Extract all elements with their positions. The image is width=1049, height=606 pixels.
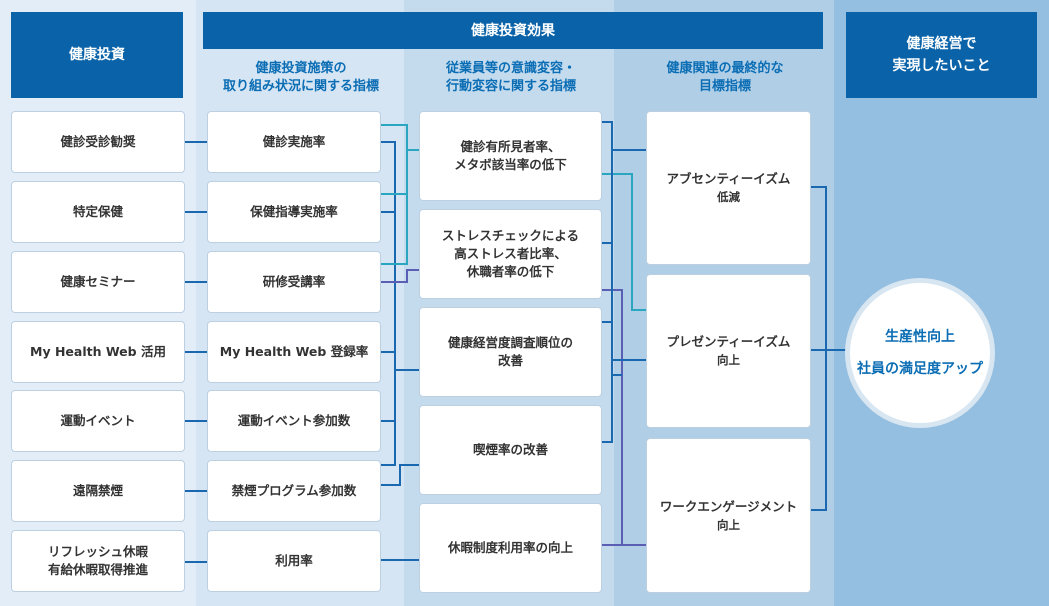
connector-line — [381, 269, 419, 283]
goal-title: アブセンティーイズム — [666, 171, 791, 186]
connector-line — [602, 173, 646, 311]
header-investment: 健康投資 — [11, 12, 183, 98]
behavior-item: 健康経営度調査順位の 改善 — [419, 307, 602, 397]
indicator-blue-connectors — [381, 141, 419, 561]
subheader-indicators: 健康投資施策の 取り組み状況に関する指標 — [222, 61, 379, 94]
header-goal: 健康経営で 実現したいこと — [846, 12, 1037, 98]
investment-item: 健康セミナー — [11, 251, 185, 313]
investment-item: 遠隔禁煙 — [11, 460, 185, 522]
behavior-item: ストレスチェックによる 高ストレス者比率、 休職者率の低下 — [419, 209, 602, 299]
indicator-item: 運動イベント参加数 — [207, 390, 381, 452]
goal-sub: 向上 — [717, 353, 740, 367]
subheader-behaviors: 従業員等の意識変容・ 行動変容に関する指標 — [445, 61, 576, 94]
connector-line — [381, 141, 396, 466]
indicator-item: 利用率 — [207, 530, 381, 592]
investment-item: 特定保健 — [11, 181, 185, 243]
goal-item-absenteeism: アブセンティーイズム 低減 — [646, 111, 811, 265]
connector-line — [602, 121, 613, 443]
investment-item: 運動イベント — [11, 390, 185, 452]
subheader-goals: 健康関連の最終的な 目標指標 — [666, 61, 784, 94]
investment-item: 健診受診勧奨 — [11, 111, 185, 173]
behavior-item: 健診有所見者率、 メタボ該当率の低下 — [419, 111, 602, 201]
indicator-teal-connectors — [381, 124, 646, 311]
indicator-item: 禁煙プログラム参加数 — [207, 460, 381, 522]
goal-title: ワークエンゲージメント — [659, 498, 798, 514]
outcome-line1: 生産性向上 — [885, 329, 955, 345]
indicator-item: My Health Web 登録率 — [207, 321, 381, 383]
goal-connectors — [811, 186, 848, 511]
investment-item: リフレッシュ休暇 有給休暇取得推進 — [11, 530, 185, 592]
indicator-item: 健診実施率 — [207, 111, 381, 173]
indicator-item: 研修受講率 — [207, 251, 381, 313]
investment-connectors — [185, 141, 207, 563]
goal-sub: 低減 — [717, 190, 740, 204]
indicator-item: 保健指導実施率 — [207, 181, 381, 243]
header-effect: 健康投資効果 — [203, 12, 823, 49]
connector-line — [381, 464, 419, 486]
connector-line — [811, 186, 827, 511]
behavior-blue-connectors — [602, 121, 646, 443]
goal-item-engagement: ワークエンゲージメント 向上 — [646, 438, 811, 593]
behavior-item: 喫煙率の改善 — [419, 405, 602, 495]
outcome-circle: 生産性向上 社員の満足度アップ — [845, 278, 995, 428]
goal-title: プレゼンティーイズム — [666, 334, 791, 349]
goal-item-presenteeism: プレゼンティーイズム 向上 — [646, 274, 811, 428]
investment-item: My Health Web 活用 — [11, 321, 185, 383]
goal-sub: 向上 — [717, 517, 740, 532]
behavior-item: 休暇制度利用率の向上 — [419, 503, 602, 593]
outcome-line2: 社員の満足度アップ — [857, 361, 983, 377]
